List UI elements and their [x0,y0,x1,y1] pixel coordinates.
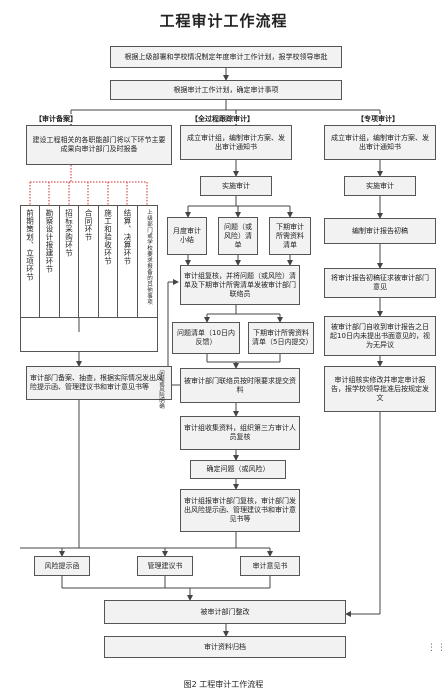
special-implement-box: 实施审计 [344,176,416,196]
monthly-summary-box: 月度审计小结 [167,217,207,255]
risk-notice-box: 风险提示函 [34,556,90,576]
audit-opinion-box: 审计意见书 [240,556,300,576]
stage-bracket-sides [20,318,158,332]
stage-column: 合同环节 [79,206,99,317]
tracking-team-box: 成立审计组，编制审计方案、发出审计通知书 [180,125,292,160]
tracking-tag: 【全过程跟踪审计】 [190,114,255,124]
stage-bracket [20,332,158,352]
filing-review-box: 审计部门备案、抽查，根据实际情况发出风险提示函、管理建议书和审计意见书等 [26,366,172,400]
issue-clear-note: 问题或风险明确 [158,370,164,409]
stage-column: 前期策划、立项环节 [21,206,40,317]
archive-step: 审计资料归档 [104,636,346,658]
stage-column: 施工和验收环节 [99,206,118,317]
annual-plan-step: 根据上级部署和学校情况制定年度审计工作计划，报学校领导审批 [110,46,342,68]
liaison-submit-box: 被审计部门联络员按时限要求提交资料 [180,368,300,403]
page-title: 工程审计工作流程 [159,12,288,30]
special-team-box: 成立审计组，编制审计方案、发出审计通知书 [324,125,436,160]
collect-review-box: 审计组收集资料，组织第三方审计人员复核 [180,416,300,450]
determine-issue-box: 确定问题（或风险） [190,460,286,479]
more-dots-icon: ⋮⋮ [427,643,447,653]
figure-caption: 图2 工程审计工作流程 [183,680,264,689]
confirm-item-step: 根据审计工作计划，确定审计事项 [110,80,342,100]
final-review-box: 审计组报审计部门复核，审计部门发出风险提示函、管理建议书和审计意见书等 [180,489,300,532]
filing-intro-box: 建设工程相关的各职能部门将以下环节主要成果向审计部门及时报备 [26,125,172,165]
report-draft-box: 编制审计报告初稿 [324,218,436,244]
issue-list-box: 问题（或风险）清单 [218,217,258,255]
stage-column: 上级部门或学校要求报备的其他事项 [146,209,152,305]
recheck-box: 审计组复核，并将问题（或风险）清单及下期审计所需清单发被审计部门联络员 [180,265,300,305]
stage-column: 结算、决算环节 [118,206,138,317]
filing-stages-table: 前期策划、立项环节 勘察设计报建环节 招标采购环节 合同环节 施工和验收环节 结… [20,205,158,318]
stage-column: 勘察设计报建环节 [40,206,60,317]
next-docs-list-box: 下期审计所需资料清单 [269,217,311,255]
special-tag: 【专项审计】 [356,114,400,124]
stage-column: 招标采购环节 [60,206,79,317]
mgmt-advice-box: 管理建议书 [137,556,193,576]
filing-tag: 【审计备案】 [34,114,78,124]
no-objection-box: 被审计部门自收到审计报告之日起10日内未提出书面意见的，视为无异议 [324,316,436,356]
rectify-step: 被审计部门整改 [104,600,346,624]
solicit-opinion-box: 将审计报告初稿征求被审计部门意见 [324,268,436,298]
issue-feedback-box: 问题清单（10日内反馈） [172,322,240,354]
tracking-implement-box: 实施审计 [200,176,272,196]
docs-submit-box: 下期审计所需资料清单（5日内提交） [248,322,314,354]
final-report-box: 审计组核实修改并审定审计报告，报学校领导批准后按规定发文 [324,366,436,412]
